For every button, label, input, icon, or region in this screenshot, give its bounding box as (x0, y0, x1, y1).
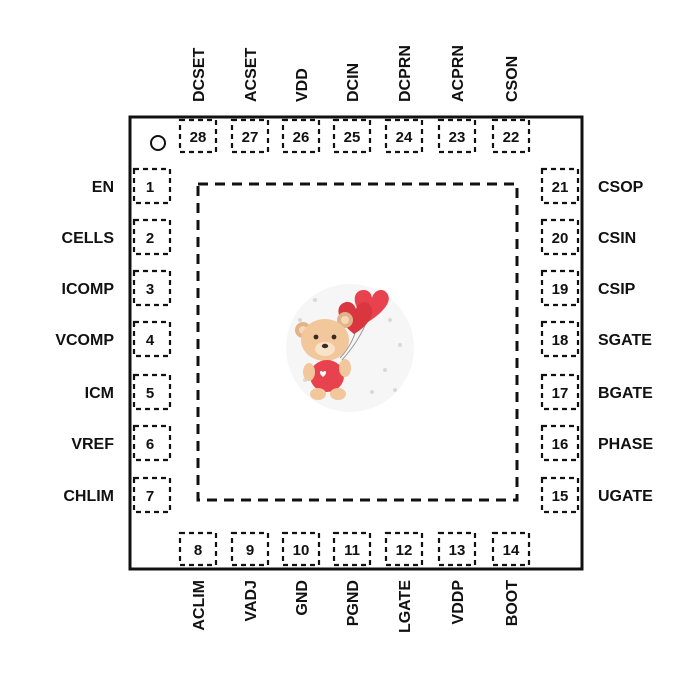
pin-pad-3 (132, 269, 172, 307)
pin-pad-23 (437, 118, 477, 154)
pin-label-bgate: BGATE (598, 385, 653, 402)
pin-pad-6 (132, 424, 172, 462)
pin-number-4: 4 (146, 332, 155, 349)
pin-label-vddp: VDDP (450, 580, 467, 625)
pin-label-ugate: UGATE (598, 488, 653, 505)
pin-label-sgate: SGATE (598, 332, 652, 349)
pin-number-6: 6 (146, 436, 154, 453)
pin-pad-26 (281, 118, 321, 154)
pin-number-14: 14 (503, 542, 520, 559)
pin-pad-15 (540, 476, 580, 514)
pin-pad-28 (178, 118, 218, 154)
pin-number-27: 27 (242, 129, 259, 146)
pin-number-20: 20 (552, 230, 569, 247)
pin-label-boot: BOOT (504, 580, 521, 626)
pin-label-cson: CSON (504, 56, 521, 102)
pin-label-vdd: VDD (294, 68, 311, 102)
pin-number-7: 7 (146, 488, 154, 505)
pin-number-8: 8 (194, 542, 202, 559)
pin-label-en: EN (92, 179, 114, 196)
pin-number-12: 12 (396, 542, 413, 559)
pin-number-22: 22 (503, 129, 520, 146)
pin-number-28: 28 (190, 129, 207, 146)
pin1-marker (150, 135, 166, 151)
pin-number-21: 21 (552, 179, 569, 196)
pin-number-3: 3 (146, 281, 154, 298)
pin-label-icomp: ICOMP (62, 281, 115, 298)
pin-label-chlim: CHLIM (63, 488, 114, 505)
pin-pad-14 (491, 531, 531, 567)
teddy-bear-image (286, 284, 414, 412)
pin-number-9: 9 (246, 542, 254, 559)
pin-label-aclim: ACLIM (191, 580, 208, 631)
pin-number-15: 15 (552, 488, 569, 505)
pin-number-19: 19 (552, 281, 569, 298)
pin-label-cells: CELLS (62, 230, 115, 247)
pin-pad-24 (384, 118, 424, 154)
pin-number-5: 5 (146, 385, 154, 402)
pin-label-csin: CSIN (598, 230, 636, 247)
pin-label-vadj: VADJ (243, 580, 260, 622)
pin-label-pgnd: PGND (345, 580, 362, 626)
pin-number-11: 11 (344, 542, 360, 559)
pin-number-2: 2 (146, 230, 154, 247)
pin-number-24: 24 (396, 129, 413, 146)
pin-number-23: 23 (449, 129, 466, 146)
pin-number-25: 25 (344, 129, 361, 146)
pin-number-13: 13 (449, 542, 466, 559)
pin-label-phase: PHASE (598, 436, 653, 453)
pin-label-dcin: DCIN (345, 63, 362, 102)
pin-label-csop: CSOP (598, 179, 644, 196)
pin-pad-13 (437, 531, 477, 567)
pin-number-10: 10 (293, 542, 310, 559)
pin-pad-7 (132, 476, 172, 514)
pin-pad-11 (332, 531, 372, 567)
pin-pad-8 (178, 531, 218, 567)
pin-pad-12 (384, 531, 424, 567)
pin-pad-5 (132, 373, 172, 411)
pin-label-icm: ICM (85, 385, 114, 402)
pin-pad-9 (230, 531, 270, 567)
pin-label-acset: ACSET (243, 48, 260, 102)
exposed-pad (196, 182, 519, 502)
pin-label-dcprn: DCPRN (397, 45, 414, 102)
pin-pad-17 (540, 373, 580, 411)
pin-pad-20 (540, 218, 580, 256)
pin-number-17: 17 (552, 385, 569, 402)
pin-label-csip: CSIP (598, 281, 636, 298)
pin-pad-1 (132, 167, 172, 205)
pin-number-1: 1 (146, 179, 154, 196)
pin-pad-18 (540, 320, 580, 358)
pin-number-26: 26 (293, 129, 310, 146)
pin-label-acprn: ACPRN (450, 45, 467, 102)
pin-label-vcomp: VCOMP (55, 332, 114, 349)
pin-pad-10 (281, 531, 321, 567)
pin-pad-25 (332, 118, 372, 154)
pin-label-vref: VREF (71, 436, 114, 453)
pin-label-dcset: DCSET (191, 48, 208, 102)
pin-label-lgate: LGATE (397, 580, 414, 633)
pin-pad-21 (540, 167, 580, 205)
pin-number-18: 18 (552, 332, 569, 349)
pin-pad-4 (132, 320, 172, 358)
pin-pad-27 (230, 118, 270, 154)
pin-pad-19 (540, 269, 580, 307)
pin-pad-2 (132, 218, 172, 256)
pin-pad-22 (491, 118, 531, 154)
pin-label-gnd: GND (294, 580, 311, 616)
pin-pad-16 (540, 424, 580, 462)
pin-number-16: 16 (552, 436, 569, 453)
